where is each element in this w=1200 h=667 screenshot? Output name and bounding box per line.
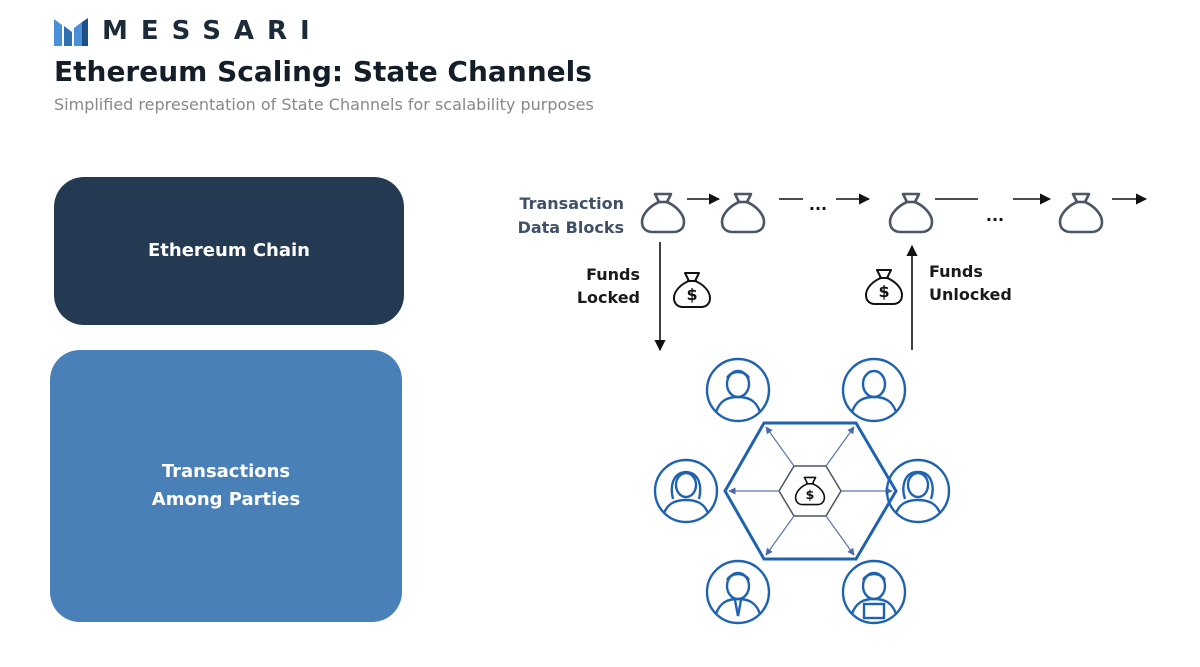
dollar-symbol: $ <box>806 488 815 503</box>
locked-label-line1: Funds <box>586 265 640 284</box>
locked-label-line2: Locked <box>576 288 640 307</box>
participant-avatar-icon <box>705 357 771 423</box>
state-channel-hexagon <box>723 421 898 561</box>
page-subtitle: Simplified representation of State Chann… <box>54 95 594 114</box>
page-title: Ethereum Scaling: State Channels <box>54 55 592 88</box>
spoke-arrow <box>765 515 795 556</box>
money-bag-icon <box>720 192 766 234</box>
participant-avatar-icon <box>841 559 907 625</box>
spoke-arrow <box>825 515 855 556</box>
messari-logo-mark <box>54 18 88 46</box>
money-bag-icon <box>640 192 686 234</box>
ethereum-chain-label: Ethereum Chain <box>148 240 310 261</box>
chain-ellipsis: ... <box>986 206 1004 225</box>
transaction-data-blocks-label: Transaction Data Blocks <box>512 192 624 240</box>
spoke-arrow <box>825 426 855 467</box>
dollar-symbol: $ <box>878 282 889 301</box>
transactions-among-parties-box: Transactions Among Parties <box>50 350 402 622</box>
ethereum-chain-box: Ethereum Chain <box>54 177 404 325</box>
locked-dollar-bag-icon: $ <box>673 272 711 308</box>
messari-logo: MESSARI <box>54 16 323 46</box>
transactions-label-line2: Among Parties <box>151 489 301 510</box>
blocks-label-line1: Transaction <box>519 194 624 213</box>
spoke-arrow <box>765 426 795 467</box>
participant-avatar-icon <box>705 559 771 625</box>
brand-name: MESSARI <box>102 16 323 46</box>
money-bag-icon <box>1058 192 1104 234</box>
channel-spokes <box>728 426 893 556</box>
center-dollar-bag-icon: $ <box>794 476 826 506</box>
funds-locked-label: Funds Locked <box>566 263 640 309</box>
participant-avatar-icon <box>885 458 951 524</box>
participant-avatar-icon <box>653 458 719 524</box>
transactions-label-line1: Transactions <box>161 461 291 482</box>
funds-unlocked-label: Funds Unlocked <box>929 260 1012 306</box>
chain-ellipsis: ... <box>809 195 827 214</box>
blocks-label-line2: Data Blocks <box>517 218 624 237</box>
unlocked-label-line2: Unlocked <box>929 285 1012 304</box>
unlocked-label-line1: Funds <box>929 262 983 281</box>
dollar-symbol: $ <box>686 285 697 304</box>
unlocked-dollar-bag-icon: $ <box>865 269 903 305</box>
money-bag-icon <box>888 192 934 234</box>
participant-avatar-icon <box>841 357 907 423</box>
